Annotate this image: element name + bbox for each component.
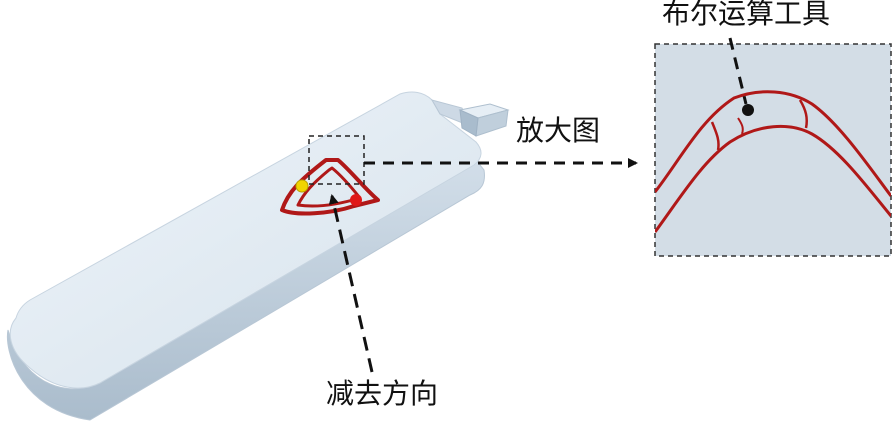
plate-tab — [430, 99, 471, 127]
boolean-tool-pointer-dot — [742, 104, 754, 116]
boolean-tool-leader — [728, 37, 748, 105]
detail-seam-left — [710, 121, 720, 151]
subtract-direction-label: 减去方向 — [326, 377, 439, 410]
plate-body[interactable] — [6, 91, 510, 421]
detail-seam-mid — [737, 117, 744, 135]
tool-marker-yellow[interactable] — [295, 179, 309, 193]
detail-outer-curve — [655, 90, 891, 197]
detail-seam-right — [798, 99, 808, 129]
subtract-direction-arrow — [328, 194, 374, 373]
detail-view-frame — [654, 43, 892, 257]
detail-view[interactable] — [654, 43, 892, 257]
zoom-view-label: 放大图 — [516, 114, 601, 147]
boolean-tool-label: 布尔运算工具 — [662, 0, 831, 30]
detail-inner-curve — [655, 124, 891, 233]
zoom-selection-box — [308, 135, 365, 185]
plate-top-face — [9, 91, 482, 389]
tool-marker-red[interactable] — [350, 194, 362, 206]
connector-front — [459, 109, 479, 137]
